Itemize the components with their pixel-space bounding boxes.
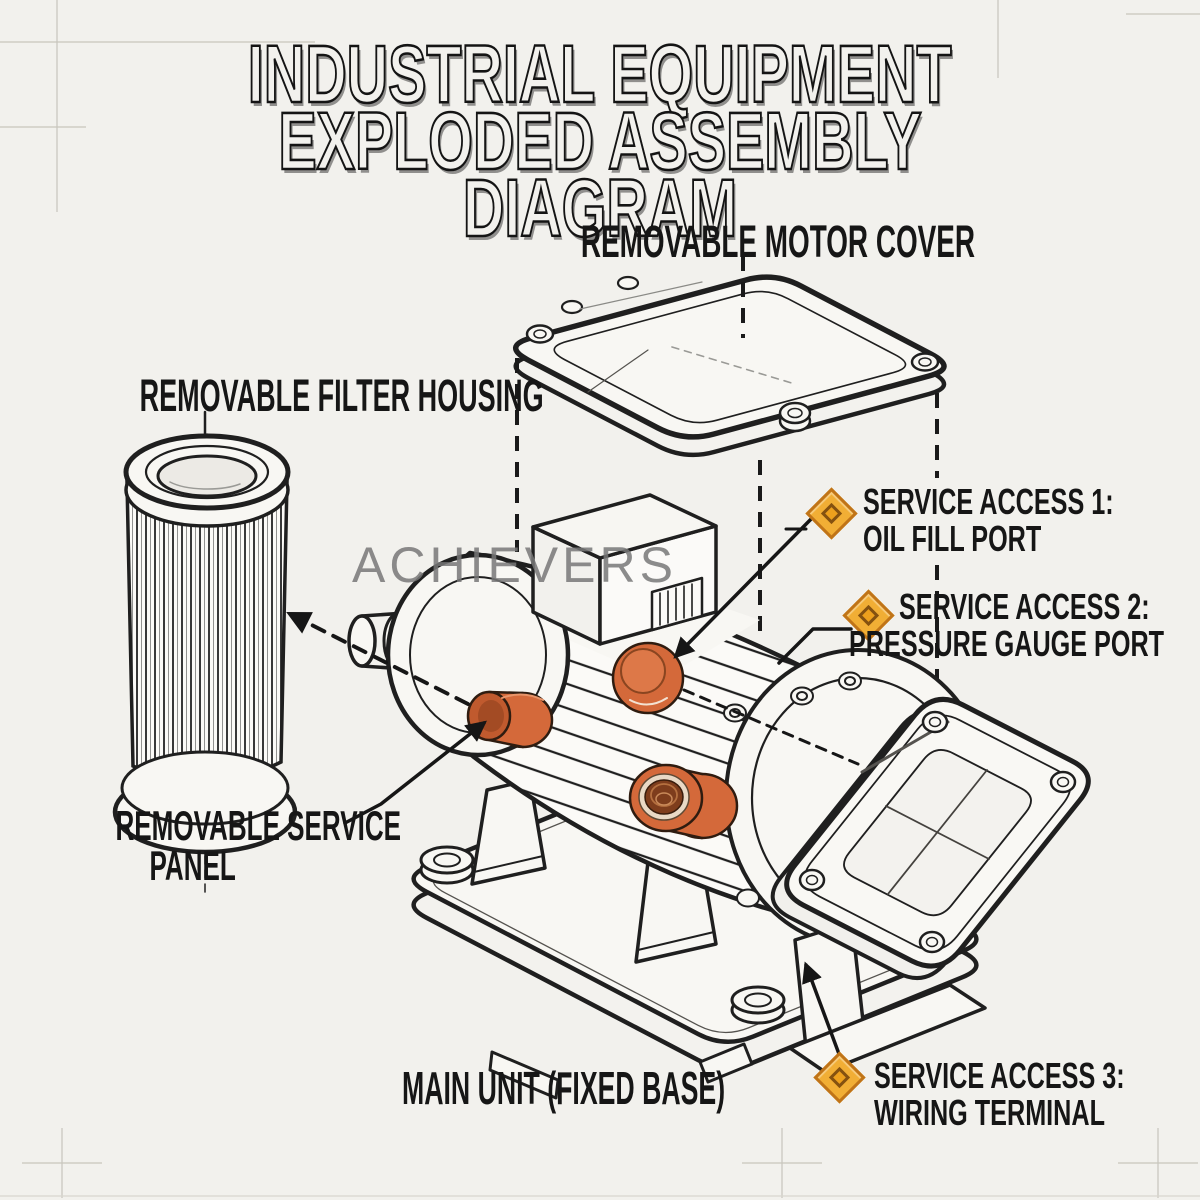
leader-arrows [286,510,860,1056]
hidden-port-leader [682,688,860,766]
label-motor-cover: REMOVABLE MOTOR COVER [580,216,976,267]
filter-cartridge-drawing [112,410,298,897]
callout-service-access-3: SERVICE ACCESS 3: WIRING TERMINAL [874,1055,1125,1133]
label-service-panel: REMOVABLE SERVICE PANEL [115,802,402,889]
page-title: INDUSTRIAL EQUIPMENT EXPLODED ASSEMBLY D… [0,29,1200,254]
title-line-2: EXPLODED ASSEMBLY DIAGRAM [277,96,922,254]
main-unit-drawing [347,493,1091,1100]
label-filter-housing: REMOVABLE FILTER HOUSING [139,370,544,421]
oil-fill-arrow [673,510,820,659]
oil-fill-port [611,641,685,715]
service-access-1-diamond-icon [804,486,858,540]
wiring-terminal-arrow [802,961,841,1056]
assembly-drop-lines [515,256,939,683]
service-access-3-diamond-icon [812,1050,866,1104]
title-line-1: INDUSTRIAL EQUIPMENT [247,29,953,120]
callout-service-access-2: SERVICE ACCESS 2: PRESSURE GAUGE PORT [849,586,1165,664]
flange-housing [770,696,1091,981]
motor-cover-drawing [513,274,947,458]
pressure-gauge-port [628,763,739,840]
service-panel-plug [466,690,554,749]
terminal-box [531,493,718,646]
filter-leader-arrow [286,612,470,706]
vent-grille [650,576,704,632]
pressure-gauge-leader [777,627,853,665]
label-main-unit: MAIN UNIT (FIXED BASE) [401,1062,726,1114]
watermark: ACHIEVERS [352,537,677,593]
service-panel-arrow [343,720,487,825]
callout-service-access-1: SERVICE ACCESS 1: OIL FILL PORT [863,481,1114,559]
